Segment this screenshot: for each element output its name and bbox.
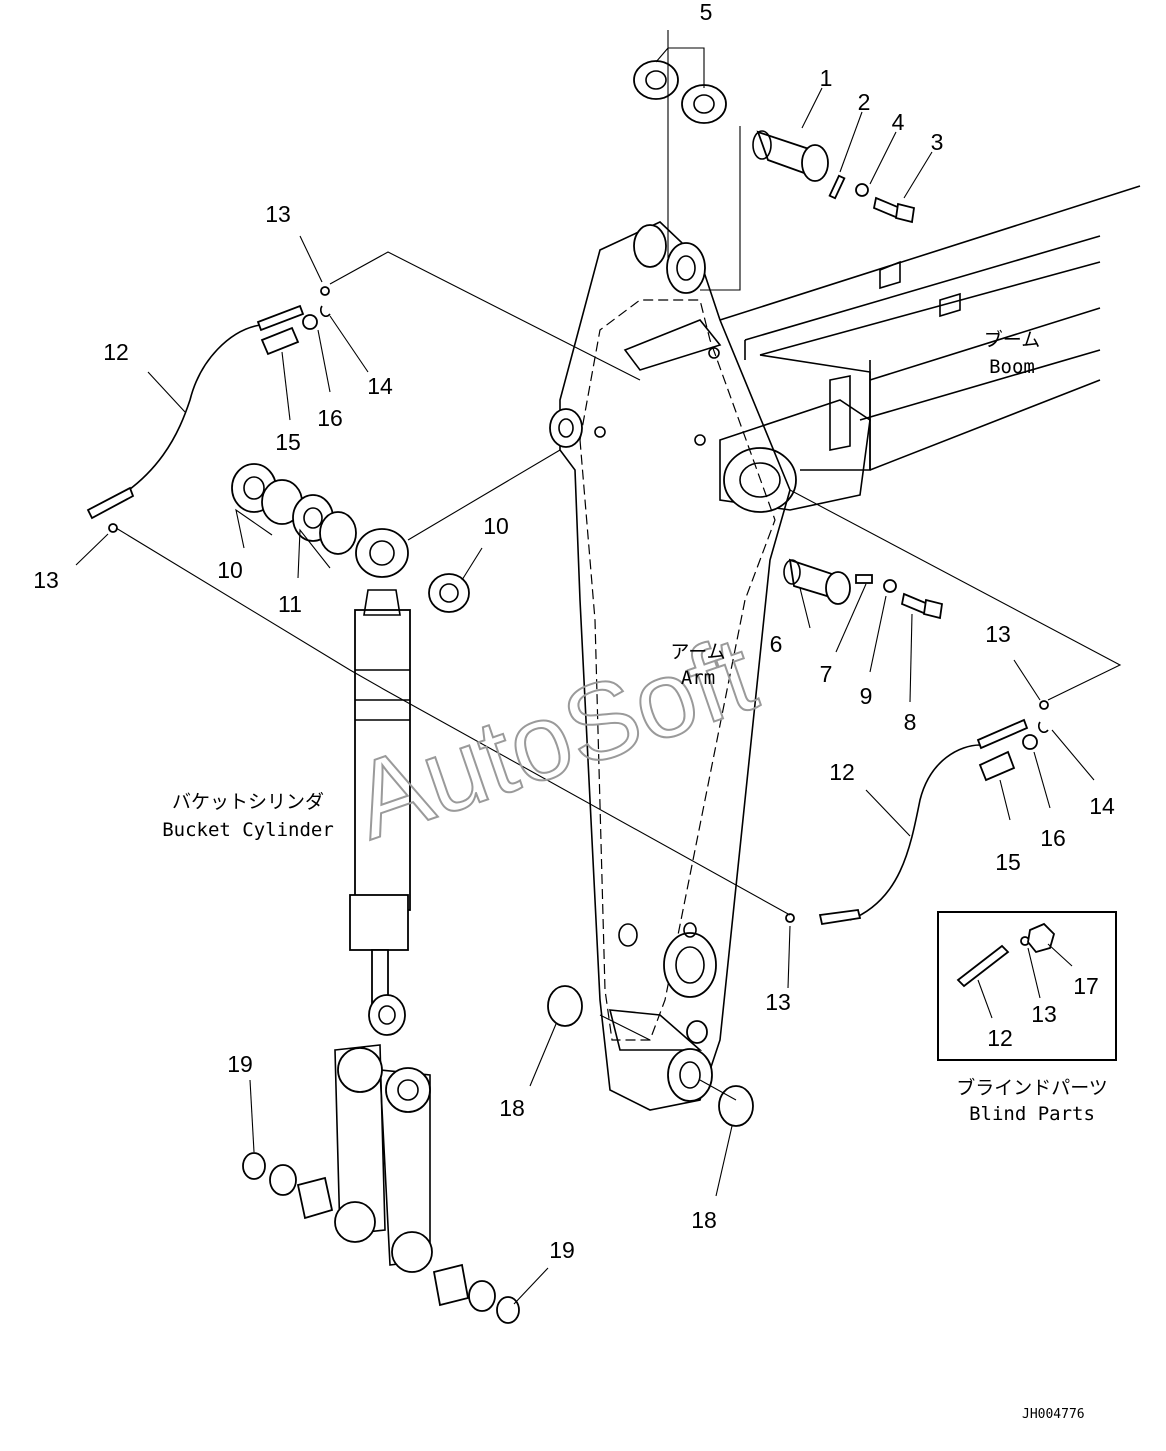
part-clips-14 <box>320 305 1049 734</box>
part-grease-hose-12-inset <box>956 944 1010 988</box>
part-bolt-8 <box>900 592 944 620</box>
blind-parts-inset-box <box>937 911 1117 1061</box>
callout-19: 19 <box>227 1051 253 1077</box>
part-shims-5 <box>633 60 727 124</box>
arm-label-en: Arm <box>681 667 715 689</box>
callout-14: 14 <box>1089 793 1115 819</box>
callout-1: 1 <box>820 65 833 91</box>
component-labels: ブーム Boom アーム Arm バケットシリンダ Bucket Cylinde… <box>162 328 1108 1125</box>
bucket-cylinder-label-jp: バケットシリンダ <box>172 791 324 813</box>
callout-6: 6 <box>770 631 783 657</box>
callout-12: 12 <box>987 1025 1013 1051</box>
part-shims-11 <box>292 494 357 555</box>
part-bolt-3 <box>872 196 916 224</box>
bucket-links-drawing <box>334 1044 433 1273</box>
callout-9: 9 <box>860 683 873 709</box>
boom-label-jp: ブーム <box>984 328 1040 351</box>
callout-19: 19 <box>549 1237 575 1263</box>
part-shims-10 <box>231 463 470 613</box>
bucket-cylinder-label-en: Bucket Cylinder <box>162 819 334 841</box>
callout-18: 18 <box>499 1095 525 1121</box>
part-grease-hose-12-right <box>818 718 1029 926</box>
part-fittings-13 <box>108 286 1049 946</box>
part-plate-7 <box>855 574 873 584</box>
part-pin-1 <box>752 130 829 182</box>
arm-label-jp: アーム <box>670 641 725 663</box>
callout-numbers: 1 2 4 3 5 13 12 14 16 15 10 13 10 11 6 7… <box>33 0 1115 1263</box>
callout-10: 10 <box>483 513 509 539</box>
callout-13: 13 <box>985 621 1011 647</box>
part-cap-17 <box>1027 922 1056 954</box>
bucket-cylinder-drawing <box>349 528 411 1036</box>
callout-12: 12 <box>829 759 855 785</box>
callout-13: 13 <box>765 989 791 1015</box>
callout-15: 15 <box>275 429 301 455</box>
boom-label-en: Boom <box>989 356 1035 378</box>
part-pin-6 <box>783 558 851 605</box>
callout-12: 12 <box>103 339 129 365</box>
callout-11: 11 <box>278 591 302 617</box>
part-washer-4 <box>855 183 869 197</box>
part-seals-19 <box>242 1152 520 1324</box>
callout-13: 13 <box>33 567 59 593</box>
callout-14: 14 <box>367 373 393 399</box>
callout-16: 16 <box>317 405 343 431</box>
part-grease-hose-12-left <box>86 304 305 520</box>
callout-16: 16 <box>1040 825 1066 851</box>
callout-7: 7 <box>820 661 833 687</box>
callout-13: 13 <box>265 201 291 227</box>
callout-4: 4 <box>892 109 905 135</box>
callout-10: 10 <box>217 557 243 583</box>
part-washer-9 <box>883 579 897 593</box>
boom-drawing <box>719 185 1141 513</box>
drawing-number: JH004776 <box>1022 1407 1085 1422</box>
callout-18: 18 <box>691 1207 717 1233</box>
callout-13: 13 <box>1031 1001 1057 1027</box>
arm-drawing <box>549 221 791 1111</box>
part-washers-16 <box>302 314 1038 750</box>
callout-17: 17 <box>1073 973 1099 999</box>
callout-8: 8 <box>904 709 917 735</box>
callout-5: 5 <box>700 0 713 25</box>
callout-2: 2 <box>858 89 871 115</box>
blind-parts-label-en: Blind Parts <box>969 1103 1095 1125</box>
blind-parts-label-jp: ブラインドパーツ <box>956 1076 1108 1099</box>
callout-15: 15 <box>995 849 1021 875</box>
leader-lines <box>75 30 1122 1305</box>
part-bolts-15 <box>260 326 1016 782</box>
part-plate-2 <box>828 174 846 200</box>
callout-3: 3 <box>931 129 944 155</box>
part-orings-18 <box>547 985 754 1127</box>
